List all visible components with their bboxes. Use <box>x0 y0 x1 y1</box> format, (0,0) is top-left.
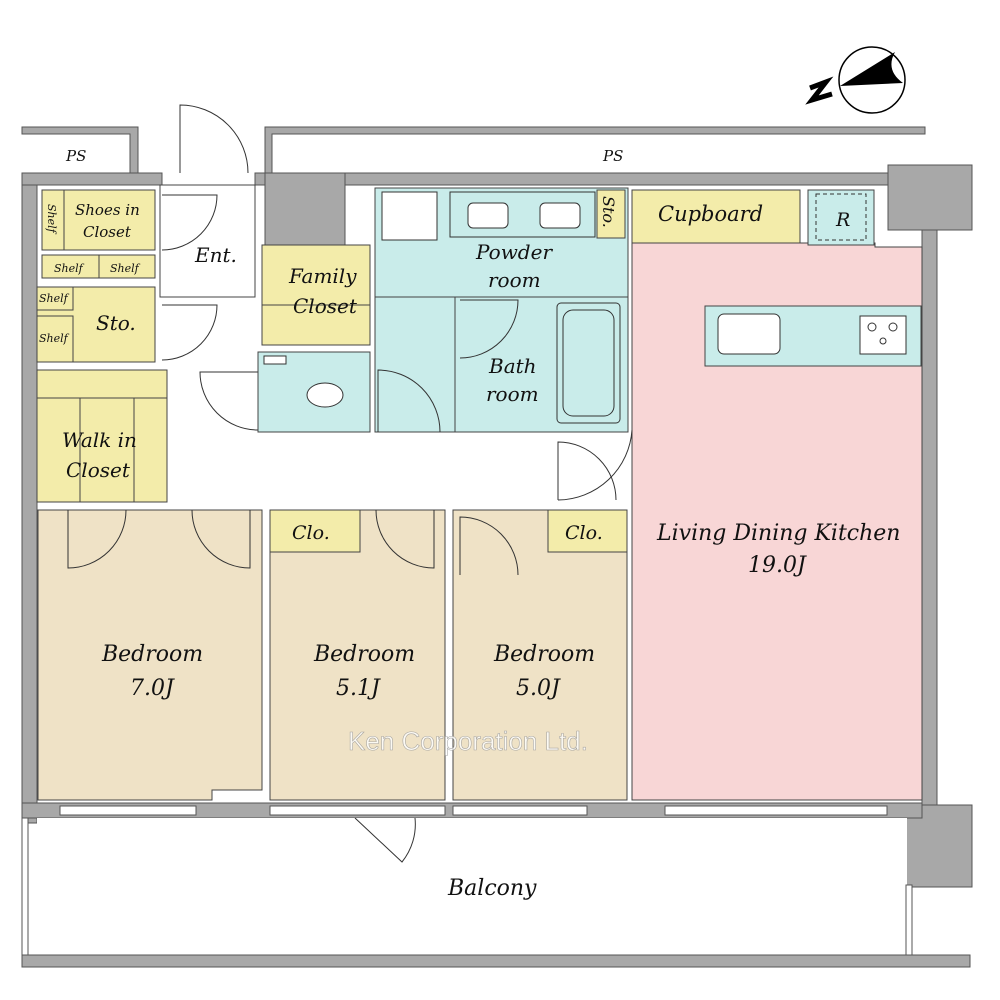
family-closet <box>261 244 371 346</box>
ldk-label-1: Living Dining Kitchen <box>656 521 900 546</box>
bathtub-icon <box>556 302 621 424</box>
bedroom-1-label-2: 7.0J <box>130 676 175 701</box>
shelf-vertical-label: Shelf <box>45 204 58 235</box>
wall-left <box>21 172 38 824</box>
stove-icon <box>859 315 907 355</box>
cupboard-label: Cupboard <box>658 202 763 226</box>
toilet-door[interactable] <box>199 371 259 431</box>
toilet-icon <box>306 382 344 408</box>
shelf-label: Shelf <box>39 292 70 305</box>
bedroom-2 <box>269 509 446 801</box>
washing-machine-icon <box>381 191 438 241</box>
shoes-closet-door[interactable] <box>161 194 218 251</box>
walk-in-closet-label-1: Walk in <box>62 428 137 452</box>
shelf-3 <box>36 286 74 311</box>
bedroom-1-label-1: Bedroom <box>101 642 203 667</box>
ldk-door[interactable] <box>557 441 617 501</box>
watermark: Ken Corporation Ltd. <box>348 726 588 756</box>
storage-door[interactable] <box>161 304 218 361</box>
powder-room-label-1: Powder <box>475 240 553 264</box>
powder-room-door[interactable] <box>377 369 441 433</box>
balcony <box>37 818 907 954</box>
bedroom-3-label-2: 5.0J <box>516 676 561 701</box>
ps-left-label: PS <box>65 147 86 165</box>
entrance <box>159 184 256 298</box>
walk-in-closet <box>36 369 168 503</box>
balcony-railing <box>21 954 971 968</box>
shelf-label: Shelf <box>110 262 141 275</box>
pillar-top <box>264 172 346 246</box>
bedroom-3-label-1: Bedroom <box>493 642 595 667</box>
walk-in-closet-label-2: Closet <box>66 458 131 482</box>
sink-icon <box>263 355 287 365</box>
bedroom-2-closet <box>269 509 361 553</box>
ldk-label-2: 19.0J <box>748 553 807 578</box>
shelf-vertical <box>41 189 65 251</box>
family-closet-label-1: Family <box>288 264 357 288</box>
living-dining-kitchen <box>631 242 923 801</box>
storage-small <box>596 189 626 239</box>
bedroom-1-closet-door[interactable] <box>191 509 251 569</box>
ps-top-label: PS <box>602 147 623 165</box>
bedroom-2-label-1: Bedroom <box>313 642 415 667</box>
entrance-label: Ent. <box>194 243 237 267</box>
bedroom-3 <box>452 509 628 801</box>
refrigerator-label: R <box>835 209 850 231</box>
north-compass-icon <box>805 46 906 114</box>
balcony-label: Balcony <box>447 876 537 901</box>
bedroom-2-door[interactable] <box>375 509 435 569</box>
wall-right <box>921 189 938 811</box>
kitchen-sink-icon <box>717 313 781 355</box>
family-closet-label-2: Closet <box>293 294 358 318</box>
storage-label: Sto. <box>96 311 136 335</box>
bedroom-3-closet <box>547 509 628 553</box>
shelf-4 <box>36 315 74 363</box>
storage-small-label: Sto. <box>599 196 618 228</box>
basin-icon <box>467 202 509 229</box>
windows <box>59 805 888 816</box>
bedroom-2-label-2: 5.1J <box>336 676 381 701</box>
bedroom-2-closet-label: Clo. <box>292 522 330 544</box>
shoes-closet-label-1: Shoes in <box>75 201 140 219</box>
bedroom-1 <box>37 509 263 801</box>
entrance-door[interactable] <box>179 104 249 174</box>
bath-room-label-1: Bath <box>488 354 537 378</box>
shelf-2 <box>98 254 156 279</box>
bath-room-door[interactable] <box>459 299 519 359</box>
powder-room-label-2: room <box>488 268 541 292</box>
wall-top-2 <box>254 172 921 186</box>
basin-icon <box>539 202 581 229</box>
wall-top-left-2 <box>21 172 163 186</box>
bedroom-1-door[interactable] <box>67 509 127 569</box>
bath-room-label-2: room <box>486 382 539 406</box>
refrigerator-space <box>807 189 875 246</box>
pillar-top-right <box>887 164 973 231</box>
shelf-label: Shelf <box>39 332 70 345</box>
shelf-label: Shelf <box>54 262 85 275</box>
bedroom-3-door[interactable] <box>459 516 519 576</box>
balcony-door[interactable] <box>354 817 416 863</box>
cupboard <box>631 189 801 244</box>
shoes-closet-label-2: Closet <box>83 223 132 241</box>
bedroom-3-closet-label: Clo. <box>565 522 603 544</box>
washing-area <box>374 296 456 433</box>
wall-top <box>264 126 926 174</box>
